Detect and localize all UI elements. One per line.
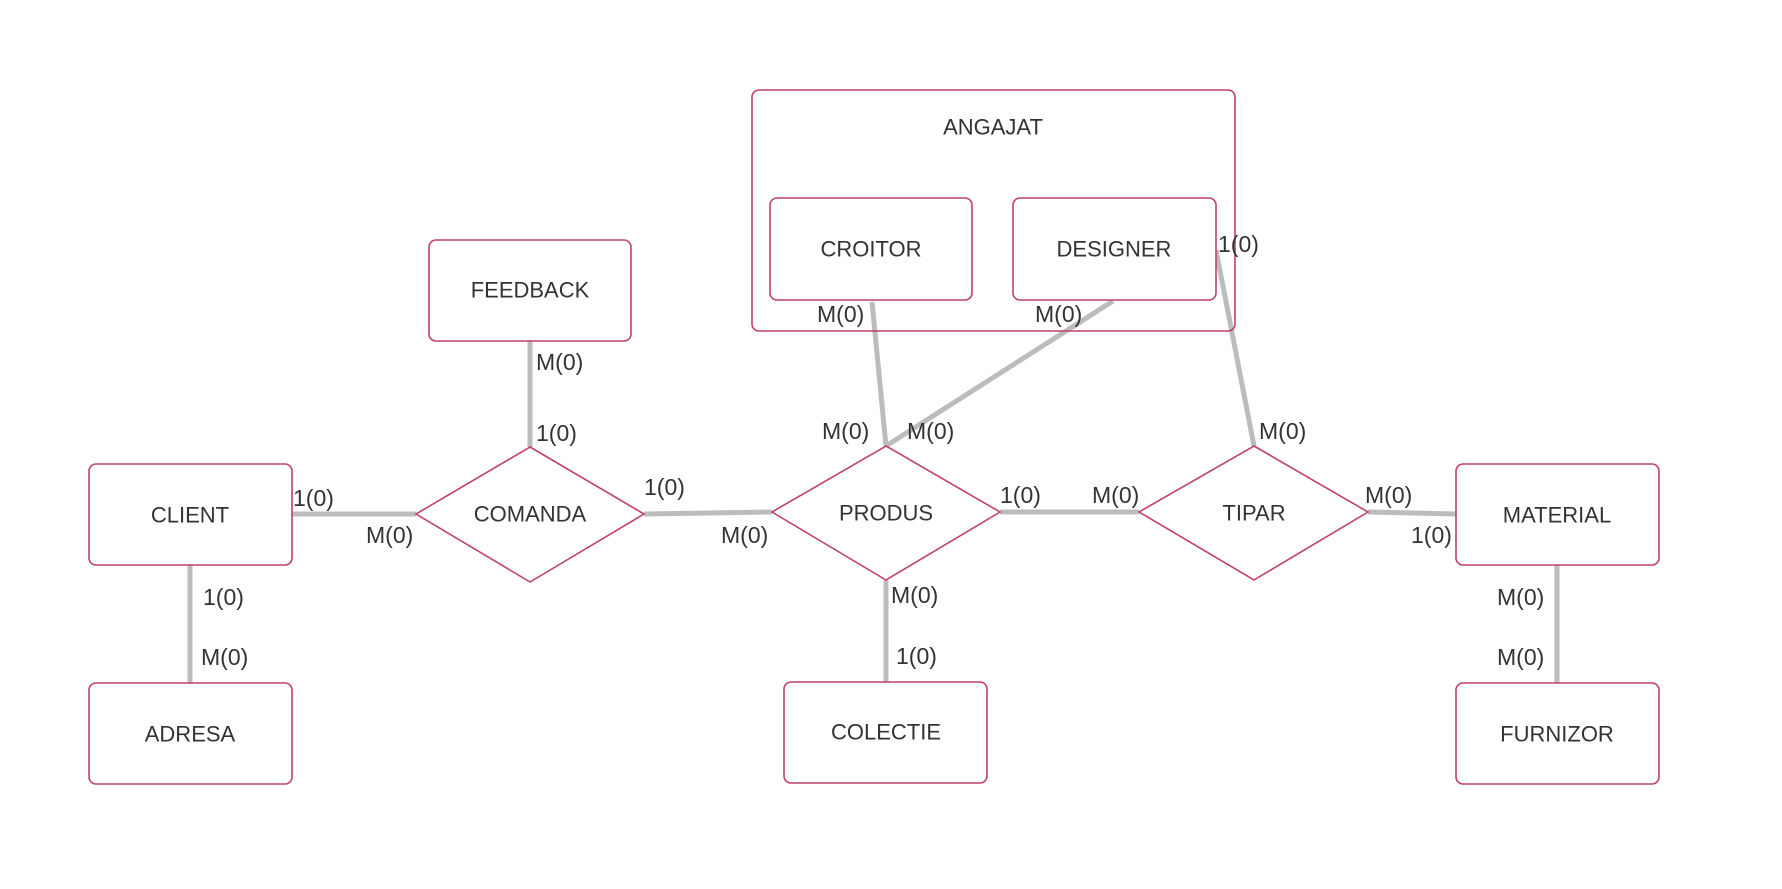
- material-label: MATERIAL: [1503, 503, 1611, 528]
- cardinality-label: M(0): [1365, 482, 1412, 508]
- cardinality-label: M(0): [536, 349, 583, 375]
- designer-label: DESIGNER: [1057, 237, 1172, 262]
- client-box[interactable]: [88, 463, 293, 566]
- relationship-shapes: [414, 445, 1370, 583]
- feedback-box[interactable]: [428, 239, 632, 342]
- connectors: [187, 249, 1560, 683]
- cardinality-label: M(0): [822, 418, 869, 444]
- cardinality-label: 1(0): [1218, 231, 1259, 257]
- cardinality-label: M(0): [1092, 482, 1139, 508]
- material-box[interactable]: [1455, 463, 1660, 566]
- cardinality-label: 1(0): [1411, 522, 1452, 548]
- cardinality-label: M(0): [1259, 418, 1306, 444]
- cardinality-label: M(0): [201, 644, 248, 670]
- cardinality-labels: M(0) 1(0) 1(0) M(0) 1(0) M(0) 1(0) M(0) …: [201, 231, 1544, 670]
- cardinality-label: 1(0): [644, 474, 685, 500]
- furnizor-label: FURNIZOR: [1500, 722, 1614, 747]
- connector-tipar-material[interactable]: [1367, 509, 1457, 517]
- cardinality-label: M(0): [1035, 301, 1082, 327]
- angajat-container[interactable]: [751, 89, 1236, 332]
- angajat-label: ANGAJAT: [943, 115, 1043, 140]
- connector-croitor-produs[interactable]: [869, 301, 889, 447]
- designer-box[interactable]: [1012, 197, 1217, 301]
- client-label: CLIENT: [151, 503, 229, 528]
- cardinality-label: M(0): [817, 301, 864, 327]
- comanda-label: COMANDA: [474, 502, 587, 527]
- connector-comanda-produs[interactable]: [643, 509, 773, 517]
- cardinality-label: 1(0): [536, 420, 577, 446]
- furnizor-box[interactable]: [1455, 682, 1660, 785]
- adresa-box[interactable]: [88, 682, 293, 785]
- cardinality-label: M(0): [366, 522, 413, 548]
- feedback-label: FEEDBACK: [471, 278, 590, 303]
- entity-shapes: [88, 89, 1660, 785]
- colectie-box[interactable]: [783, 681, 988, 784]
- cardinality-label: 1(0): [203, 584, 244, 610]
- cardinality-label: 1(0): [293, 485, 334, 511]
- cardinality-label: M(0): [891, 582, 938, 608]
- colectie-label: COLECTIE: [831, 720, 941, 745]
- connector-designer-produs[interactable]: [884, 298, 1115, 449]
- adresa-label: ADRESA: [145, 722, 236, 747]
- produs-diamond[interactable]: [770, 445, 1002, 581]
- cardinality-label: 1(0): [1000, 482, 1041, 508]
- cardinality-label: M(0): [907, 418, 954, 444]
- cardinality-label: M(0): [721, 522, 768, 548]
- cardinality-label: M(0): [1497, 644, 1544, 670]
- comanda-diamond[interactable]: [414, 446, 646, 583]
- cardinality-label: 1(0): [896, 643, 937, 669]
- croitor-box[interactable]: [769, 197, 973, 301]
- tipar-diamond[interactable]: [1137, 445, 1370, 581]
- connector-designer-tipar[interactable]: [1213, 249, 1257, 447]
- cardinality-label: M(0): [1497, 584, 1544, 610]
- tipar-label: TIPAR: [1222, 501, 1285, 526]
- produs-label: PRODUS: [839, 501, 933, 526]
- croitor-label: CROITOR: [820, 237, 921, 262]
- shape-labels: ANGAJAT CROITOR DESIGNER FEEDBACK CLIENT…: [145, 115, 1614, 747]
